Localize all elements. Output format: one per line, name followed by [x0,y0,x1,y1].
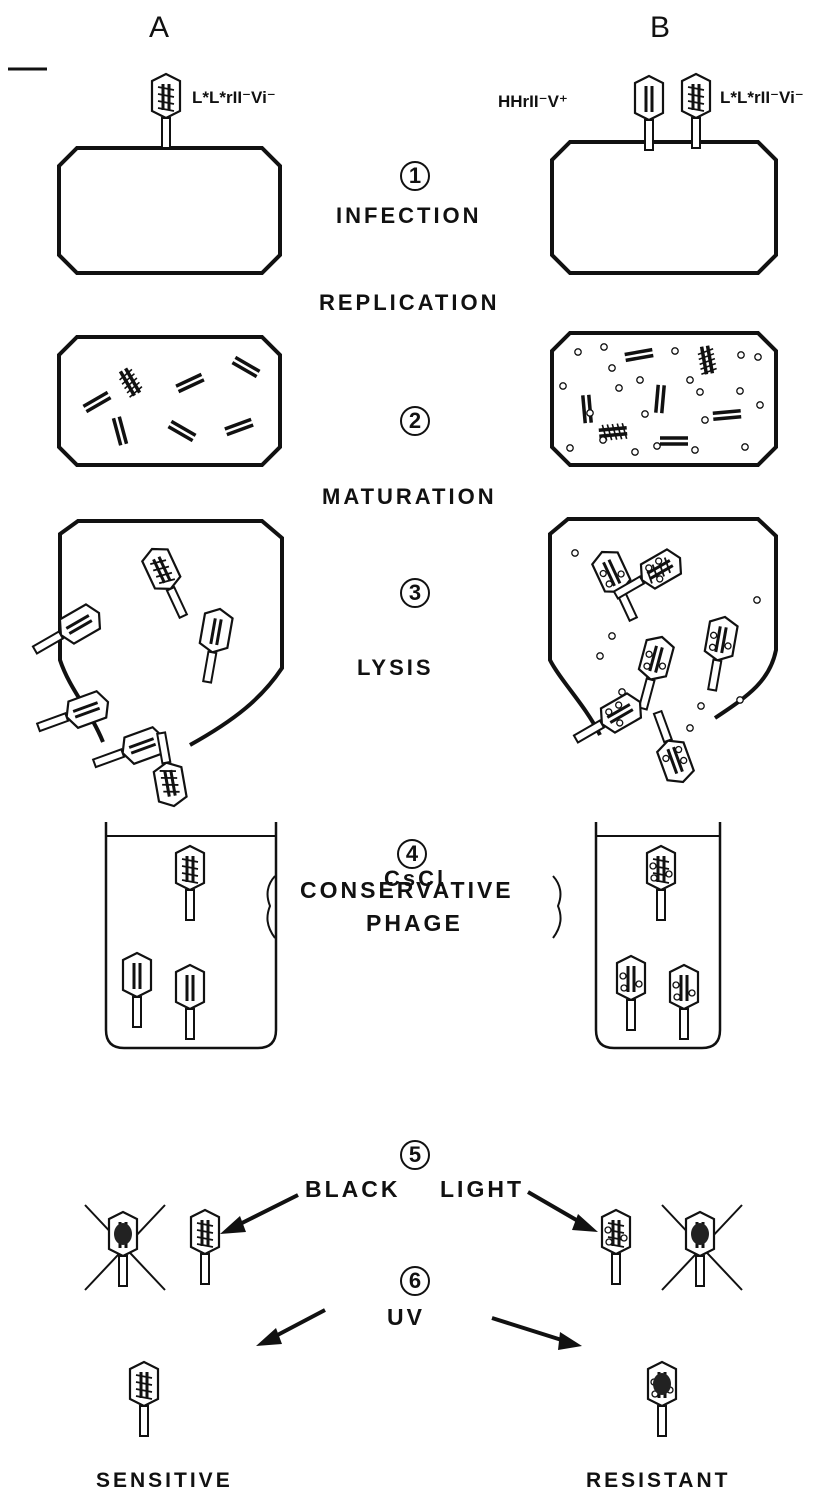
dna-b-7 [660,438,688,444]
nucleotide-circle [757,402,763,408]
brace-left [267,876,275,938]
progeny-phage-a-2 [28,601,106,662]
genotype-b-right: L*L*rII⁻Vi⁻ [720,88,804,108]
nucleotide-circle [687,377,693,383]
nucleotide-circle [698,703,704,709]
phage-a-infecting [152,74,180,148]
dna-a-2 [116,366,144,398]
nucleotide-circle [575,349,581,355]
progeny-phage-a-1 [139,543,196,622]
genotype-a: L*L*rII⁻Vi⁻ [192,88,276,108]
nucleotide-circle [737,388,743,394]
nucleotide-circle [567,445,573,451]
step-6-number: 6 [400,1266,430,1296]
progeny-phage-b-6 [645,708,697,787]
cell-b-infection [552,142,776,273]
column-a-label: A [149,11,169,45]
outcome-resistant: RESISTANT [586,1469,730,1493]
dna-b-5 [713,411,741,419]
arrow-uv-left [256,1310,325,1346]
progeny-phage-b-4 [698,615,738,693]
tube-a-phage-light [176,846,204,920]
genotype-b-left: HHrII⁻V⁺ [498,92,568,112]
nucleotide-circle [637,377,643,383]
column-b-label: B [650,11,670,45]
dna-b-1 [625,350,654,361]
dna-a-7 [225,419,253,434]
nucleotide-circle [737,697,743,703]
arrow-black-light-left [220,1195,298,1234]
nucleotide-circle [672,348,678,354]
progeny-phage-b-5 [569,690,647,751]
nucleotide-circle [609,365,615,371]
nucleotide-circle [754,597,760,603]
tube-b-phage-3 [670,965,698,1039]
nucleotide-circle [632,449,638,455]
tube-a-phage-2 [176,965,204,1039]
tube-b-phage-1 [647,846,675,920]
nucleotide-circle [692,447,698,453]
nucleotide-circle [560,383,566,389]
dna-a-5 [113,417,126,446]
phage-label: PHAGE [366,910,463,937]
nucleotide-circle [738,352,744,358]
nucleotide-circle [572,550,578,556]
nucleotide-circle [755,354,761,360]
phage-b-infecting-hh [635,76,663,150]
step-1-number: 1 [400,161,430,191]
step-1-label: INFECTION [336,203,482,229]
step-3-number: 3 [400,578,430,608]
phage-b-infecting-ll [682,74,710,148]
cell-a-infection [59,148,280,273]
step-5-number: 5 [400,1140,430,1170]
phages [28,74,739,1436]
nucleotide-circle [600,437,606,443]
surviving-phage-b [602,1210,630,1284]
nucleotide-circle [654,443,660,449]
outcome-sensitive: SENSITIVE [96,1469,233,1493]
nucleotide-circle [597,653,603,659]
tube-a-phage-1 [123,953,151,1027]
dna-b-4 [656,385,664,413]
dna-b-3 [583,395,591,423]
progeny-phage-a-3 [193,607,233,685]
dna-b-2 [697,345,718,375]
uv-sensitive-phage [130,1362,158,1436]
dna-a-4 [232,357,259,376]
nucleotide-circle [702,417,708,423]
light-label: LIGHT [440,1176,524,1203]
uv-label: UV [387,1304,425,1331]
inactivated-phage-a [109,1212,137,1286]
surviving-phage-a [191,1210,219,1284]
conservative-label: CONSERVATIVE [300,877,514,904]
maturation-label: MATURATION [322,484,497,510]
nucleotide-circle [642,411,648,417]
black-label: BLACK [305,1176,401,1203]
dna-a-3 [176,374,204,391]
brace-right [553,876,561,938]
step-2-number: 2 [400,406,430,436]
step-4-number: 4 [397,839,427,869]
nucleotide-circle [742,444,748,450]
uv-resistant-phage [648,1362,676,1436]
nucleotide-circle [687,725,693,731]
nucleotide-circle [697,389,703,395]
inactivated-phage-b [686,1212,714,1286]
nucleotide-circle [609,633,615,639]
nucleotide-circle [587,410,593,416]
arrow-uv-right [492,1318,582,1350]
step-3-label: LYSIS [357,655,434,681]
nucleotide-circle [616,385,622,391]
arrow-black-light-right [528,1192,598,1232]
tube-b-phage-2 [617,956,645,1030]
replication-label: REPLICATION [319,290,499,316]
dna-a-6 [168,421,195,440]
dna-a-1 [83,392,110,411]
nucleotide-circle [601,344,607,350]
